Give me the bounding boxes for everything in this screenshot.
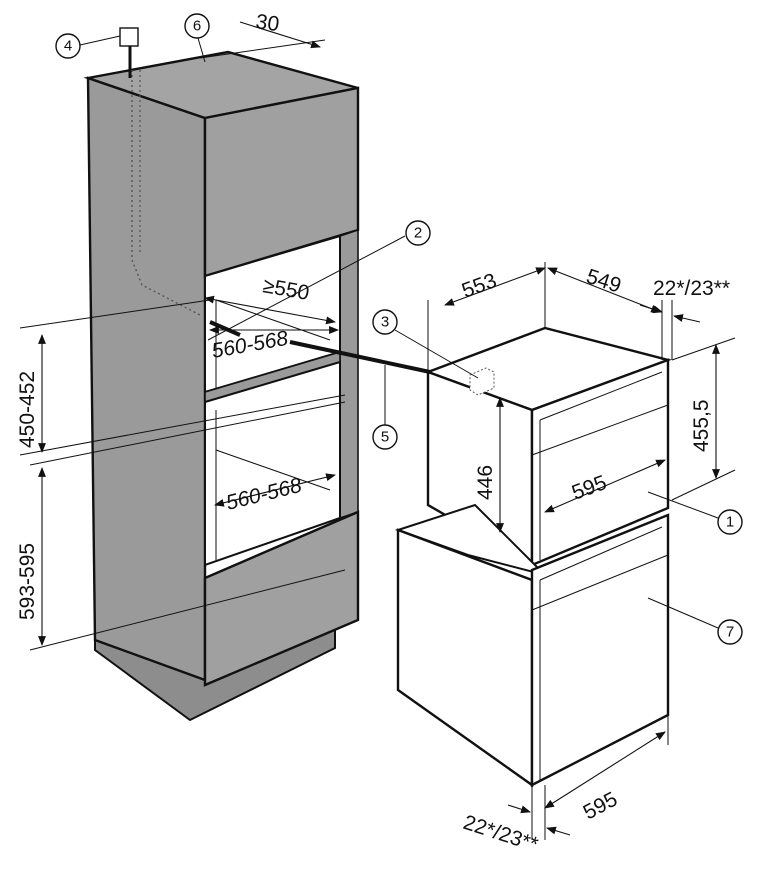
cabinet-lower-drawer	[203, 510, 360, 687]
connection-cable	[289, 340, 431, 374]
callout-4-circle	[55, 33, 81, 59]
callout-5-circle	[372, 424, 398, 450]
dim-appliance-body-height: 446	[474, 465, 497, 500]
callout-2: 2	[414, 225, 422, 242]
dimension-lines	[19, 21, 736, 840]
dim-appliance-height: 455,5	[690, 399, 713, 452]
callout-1: 1	[726, 514, 734, 531]
junction-box	[119, 27, 139, 47]
cabinet-front-frame	[339, 228, 359, 520]
dim-front-thickness-top: 22*/23**	[653, 277, 730, 300]
dim-niche-height-lower: 593-595	[16, 543, 39, 620]
callout-3: 3	[381, 314, 389, 331]
callout-6: 6	[193, 18, 201, 35]
callout-2-circle	[405, 220, 431, 246]
cable-path	[131, 70, 201, 316]
dim-top-gap: 30	[254, 10, 280, 36]
oven-side	[396, 528, 534, 788]
tall-cabinet	[83, 27, 360, 722]
callout-1-circle	[717, 509, 743, 535]
lower-niche	[204, 360, 341, 567]
callout-7-circle	[717, 619, 743, 645]
connection-box	[469, 367, 495, 396]
callout-4: 4	[64, 38, 72, 55]
dim-appliance-depth-total: 553	[459, 269, 500, 303]
compact-appliance	[289, 326, 673, 568]
cabinet-side-panel	[86, 76, 207, 682]
dim-front-thickness-bottom: 22*/23**	[460, 811, 540, 857]
dim-lower-appliance-width: 595	[580, 788, 622, 825]
callouts: 4 6 2 3 5 1 7	[55, 13, 743, 645]
dim-appliance-depth-body: 549	[583, 265, 623, 298]
callout-6-circle	[184, 13, 210, 39]
callout-7: 7	[726, 624, 734, 641]
callout-5: 5	[381, 429, 389, 446]
callout-3-circle	[372, 309, 398, 335]
dim-niche-height-upper: 450-452	[16, 371, 39, 448]
